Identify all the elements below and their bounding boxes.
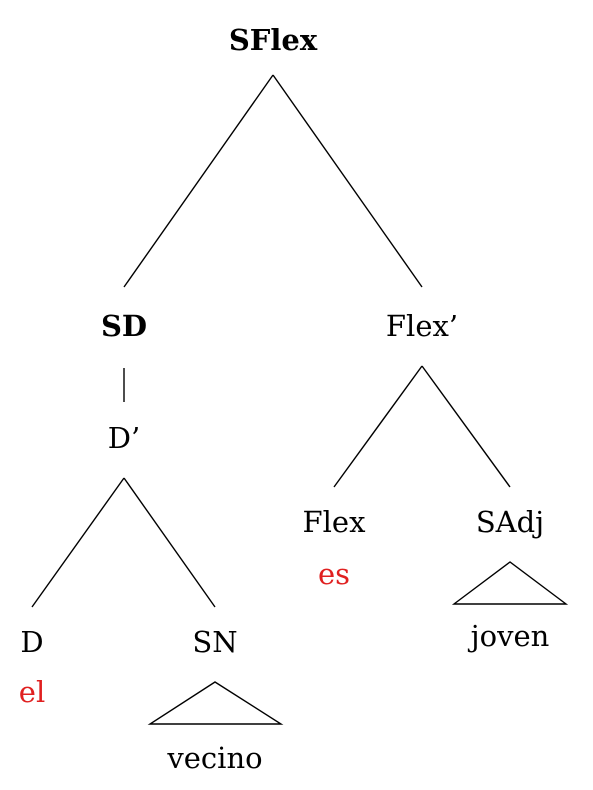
node-flex-bar: Flex’	[386, 309, 458, 343]
node-sn: SN	[192, 625, 237, 659]
word-es: es	[318, 557, 350, 591]
node-sflex: SFlex	[229, 23, 318, 57]
word-vecino: vecino	[166, 741, 262, 775]
branch-flexbar-flex	[333, 365, 423, 488]
node-sadj: SAdj	[476, 505, 544, 539]
branch-dbar-sn	[123, 477, 216, 608]
triangle-sadj	[451, 561, 569, 605]
branch-sflex-sd	[123, 74, 274, 288]
node-d: D	[20, 625, 43, 659]
branch-flexbar-sadj	[421, 365, 511, 488]
triangle-sn	[147, 681, 284, 725]
word-joven: joven	[468, 619, 550, 653]
word-el: el	[19, 675, 45, 709]
node-sd: SD	[101, 309, 147, 343]
branch-sflex-flexbar	[272, 74, 423, 288]
branch-dbar-d	[31, 477, 125, 608]
node-flex: Flex	[303, 505, 366, 539]
node-d-bar: D’	[108, 421, 140, 455]
